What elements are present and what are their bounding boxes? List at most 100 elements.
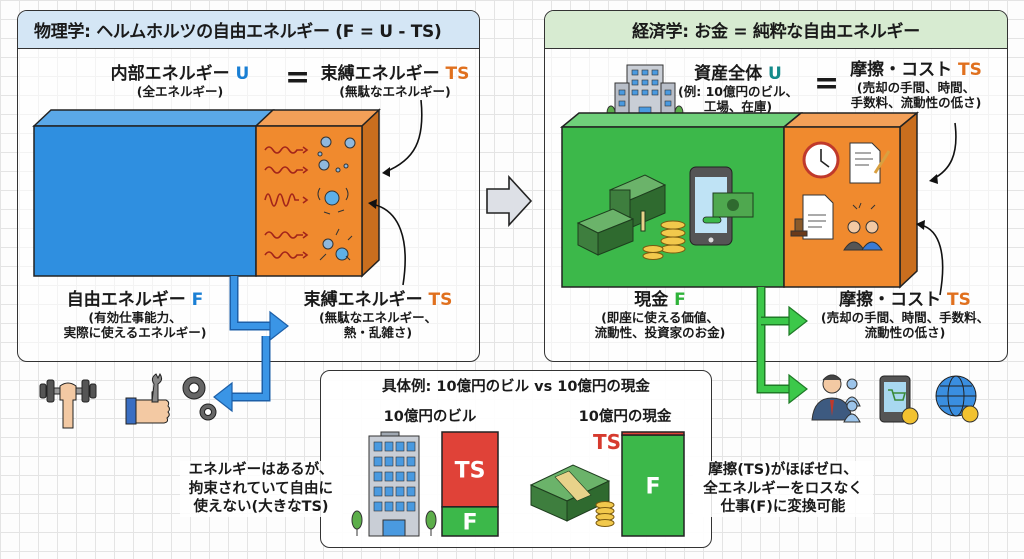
free-energy-front-face — [33, 125, 257, 277]
u-econ-symbol: U — [768, 64, 782, 84]
legal-document-stamp-icon — [790, 194, 834, 240]
bound-energy-bottom-label: 束縛エネルギー TS (無駄なエネルギー、 熱・乱雑さ) — [288, 290, 468, 340]
building-window — [406, 441, 416, 452]
cash-sub-2: 流動性、投資家のお金) — [594, 325, 726, 341]
cash-f-segment — [621, 434, 685, 537]
free-energy-top-face — [32, 109, 275, 127]
cash-note: 摩擦(TS)がほぼゼロ、 全エネルギーをロスなく 仕事(F)に変換可能 — [693, 461, 873, 517]
building-window — [373, 501, 383, 512]
free-energy-sub-1: (有効仕事能力、 — [88, 310, 182, 326]
arrow-to-bound-bottom — [371, 203, 406, 286]
building-window — [406, 486, 416, 497]
cash-sub-1: (即座に使える価値、 — [601, 310, 719, 326]
economics-header: 経済学: お金 = 純粋な自由エネルギー — [545, 11, 1007, 49]
arrow-to-society — [788, 373, 808, 405]
building-window — [373, 456, 383, 467]
building-window — [384, 456, 394, 467]
friction-top-label: 摩擦・コスト TS (売却の手間、時間、 手数料、流動性の低さ) — [836, 60, 996, 110]
total-assets-text: 資産全体 — [694, 64, 763, 84]
total-assets-label: 資産全体 U (例: 10億円のビル、 工場、在庫) — [668, 64, 808, 114]
building-window — [373, 486, 383, 497]
ts-econ-symbol: TS — [958, 60, 982, 80]
building-note-line-3: 使えない(大きなTS) — [193, 499, 329, 516]
building-window — [406, 456, 416, 467]
example-title: 具体例: 10億円のビル vs 10億円の現金 — [382, 379, 650, 395]
internal-energy-label: 内部エネルギー U (全エネルギー) — [100, 64, 260, 99]
building-note-line-2: 拘束されていて自由に — [188, 480, 334, 497]
free-energy-label: 自由エネルギー F (有効仕事能力、 実際に使えるエネルギー) — [40, 290, 230, 340]
building-window — [384, 486, 394, 497]
arrow-to-work — [213, 381, 233, 413]
cash-example-label: 10億円の現金 — [578, 409, 672, 425]
office-building-icon — [606, 64, 684, 121]
arrow-to-friction — [788, 305, 808, 337]
cash-note-line-3: 仕事(F)に変換可能 — [720, 499, 846, 516]
building-window — [373, 441, 383, 452]
cash-stack-example-icon — [529, 464, 615, 527]
cash-note-line-1: 摩擦(TS)がほぼゼロ、 — [708, 462, 858, 478]
building-window — [395, 456, 405, 467]
u-symbol: U — [235, 64, 250, 84]
heat-waves-icon — [264, 146, 309, 259]
f-symbol: F — [191, 290, 204, 310]
bound-energy-bottom-sub-1: (無駄なエネルギー、 — [318, 310, 438, 326]
cash-text: 現金 — [634, 290, 669, 310]
building-window — [384, 501, 394, 512]
building-example-label: 10億円のビル — [383, 409, 477, 425]
equals-sign: = — [285, 60, 311, 95]
internal-energy-text: 内部エネルギー — [110, 64, 230, 84]
ts-bottom-symbol: TS — [428, 290, 453, 310]
cash-ts-label: TS — [593, 430, 622, 454]
building-window — [395, 441, 405, 452]
f-econ-symbol: F — [674, 290, 686, 310]
gears-icon — [182, 376, 217, 421]
transition-arrow-icon — [486, 175, 533, 227]
building-window — [406, 501, 416, 512]
cash-label: 現金 F (即座に使える価値、 流動性、投資家のお金) — [570, 290, 750, 340]
global-exchange-icon — [935, 375, 979, 423]
cash-ts-f-bar: F — [621, 431, 685, 537]
building-window — [373, 471, 383, 482]
building-window — [395, 501, 405, 512]
physics-header: 物理学: ヘルムホルツの自由エネルギー (F = U - TS) — [18, 11, 479, 49]
money-stack-icon — [576, 174, 667, 256]
dumbbell-arm-icon — [39, 379, 97, 429]
bound-energy-sub: (無駄なエネルギー) — [339, 84, 451, 100]
total-assets-sub-2: 工場、在庫) — [703, 99, 773, 115]
motion-lines — [317, 187, 353, 261]
physics-output-icons — [39, 373, 217, 429]
arrow-to-ts — [269, 310, 289, 342]
econ-equals-sign: = — [814, 66, 840, 101]
bound-energy-bottom-sub-2: 熱・乱雑さ) — [343, 325, 413, 341]
bound-energy-top-face — [254, 109, 381, 127]
building-window — [384, 471, 394, 482]
free-energy-sub-2: 実際に使えるエネルギー) — [63, 325, 207, 341]
bound-energy-bottom-text: 束縛エネルギー — [303, 290, 423, 310]
ts-econ-bottom-symbol: TS — [947, 290, 971, 310]
building-note: エネルギーはあるが、 拘束されていて自由に 使えない(大きなTS) — [180, 461, 342, 517]
business-people-icon — [811, 374, 861, 423]
friction-bottom-sub-1: (売却の手間、時間、手数料、 — [820, 310, 990, 326]
friction-sub-1: (売却の手間、時間、 — [856, 80, 976, 96]
building-f-text: F — [462, 510, 477, 535]
building-example-icon — [351, 431, 437, 537]
thumbs-up-wrench-icon — [125, 373, 170, 425]
coins-icon — [642, 220, 686, 260]
friction-text: 摩擦・コスト — [850, 60, 953, 80]
frustrated-people-icon — [843, 202, 883, 251]
arrow-to-bound-top — [384, 100, 423, 173]
cash-f-text: F — [645, 475, 660, 500]
bound-energy-side-face — [361, 108, 380, 278]
mobile-payment-icon — [689, 166, 754, 246]
economics-flow-arrows — [756, 287, 808, 405]
free-energy-text: 自由エネルギー — [66, 290, 186, 310]
building-window — [395, 471, 405, 482]
friction-sub-2: 手数料、流動性の低さ) — [850, 95, 982, 111]
building-window — [384, 441, 394, 452]
building-window — [406, 471, 416, 482]
ts-symbol: TS — [445, 64, 470, 84]
mobile-shopping-icon — [879, 375, 919, 425]
friction-front-face — [783, 126, 901, 288]
building-ts-f-bar: TSF — [441, 431, 499, 537]
cash-note-line-2: 全エネルギーをロスなく — [703, 480, 863, 497]
